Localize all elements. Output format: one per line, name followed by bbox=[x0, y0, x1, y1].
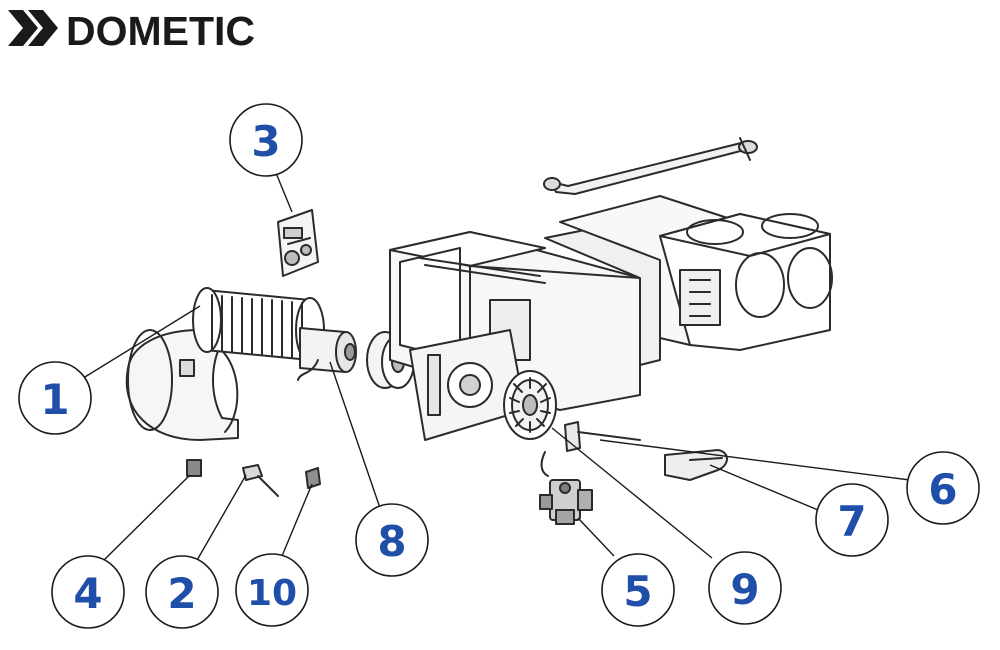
brand-logo: DOMETIC bbox=[8, 8, 255, 54]
front-plate-part bbox=[409, 329, 526, 441]
combustion-wheel-part bbox=[503, 370, 557, 440]
leader-line-5 bbox=[577, 517, 615, 557]
callout-5: 5 bbox=[601, 553, 675, 627]
limit-switch-part bbox=[186, 459, 202, 477]
svg-text:9: 9 bbox=[730, 565, 759, 614]
brand-name: DOMETIC bbox=[66, 8, 255, 54]
leader-line-6 bbox=[599, 439, 911, 481]
svg-text:1: 1 bbox=[40, 375, 69, 424]
svg-text:8: 8 bbox=[377, 517, 406, 566]
motor-part bbox=[297, 327, 357, 381]
electrode-part bbox=[540, 421, 641, 477]
leader-lines bbox=[79, 172, 911, 563]
callouts: 3 1 8 4 2 10 5 9 bbox=[18, 103, 980, 629]
burner-tube-part bbox=[543, 137, 758, 195]
svg-text:4: 4 bbox=[73, 569, 102, 618]
callout-2: 2 bbox=[145, 555, 219, 629]
circuit-board-part bbox=[277, 209, 319, 277]
leader-line-9 bbox=[551, 427, 713, 559]
svg-text:7: 7 bbox=[837, 497, 866, 546]
callout-1: 1 bbox=[18, 361, 92, 435]
brand-chevron-icon bbox=[8, 10, 58, 46]
leader-line-2 bbox=[195, 474, 247, 563]
leader-line-10 bbox=[281, 483, 313, 557]
svg-text:3: 3 bbox=[251, 117, 280, 166]
heat-exchanger-part bbox=[544, 195, 833, 366]
furnace-chassis-part bbox=[389, 231, 641, 411]
sensor-part bbox=[242, 464, 279, 497]
leader-line-3 bbox=[275, 172, 293, 213]
leader-line-7 bbox=[709, 464, 819, 511]
callout-6: 6 bbox=[906, 451, 980, 525]
leader-line-8 bbox=[329, 361, 381, 509]
svg-text:10: 10 bbox=[247, 573, 297, 614]
leader-line-4 bbox=[101, 474, 191, 563]
callout-3: 3 bbox=[229, 103, 303, 177]
parts-artwork bbox=[125, 137, 833, 525]
svg-text:5: 5 bbox=[623, 567, 652, 616]
callout-7: 7 bbox=[815, 483, 889, 557]
svg-text:6: 6 bbox=[928, 465, 957, 514]
callout-10: 10 bbox=[235, 553, 309, 627]
callout-4: 4 bbox=[51, 555, 125, 629]
blower-housing-part bbox=[125, 329, 239, 441]
callout-8: 8 bbox=[355, 503, 429, 577]
sail-switch-part bbox=[664, 449, 728, 481]
gas-valve-part bbox=[539, 479, 593, 525]
thermal-fuse-part bbox=[305, 467, 321, 489]
svg-text:2: 2 bbox=[167, 569, 196, 618]
callout-9: 9 bbox=[708, 551, 782, 625]
leader-line-1 bbox=[79, 305, 201, 381]
